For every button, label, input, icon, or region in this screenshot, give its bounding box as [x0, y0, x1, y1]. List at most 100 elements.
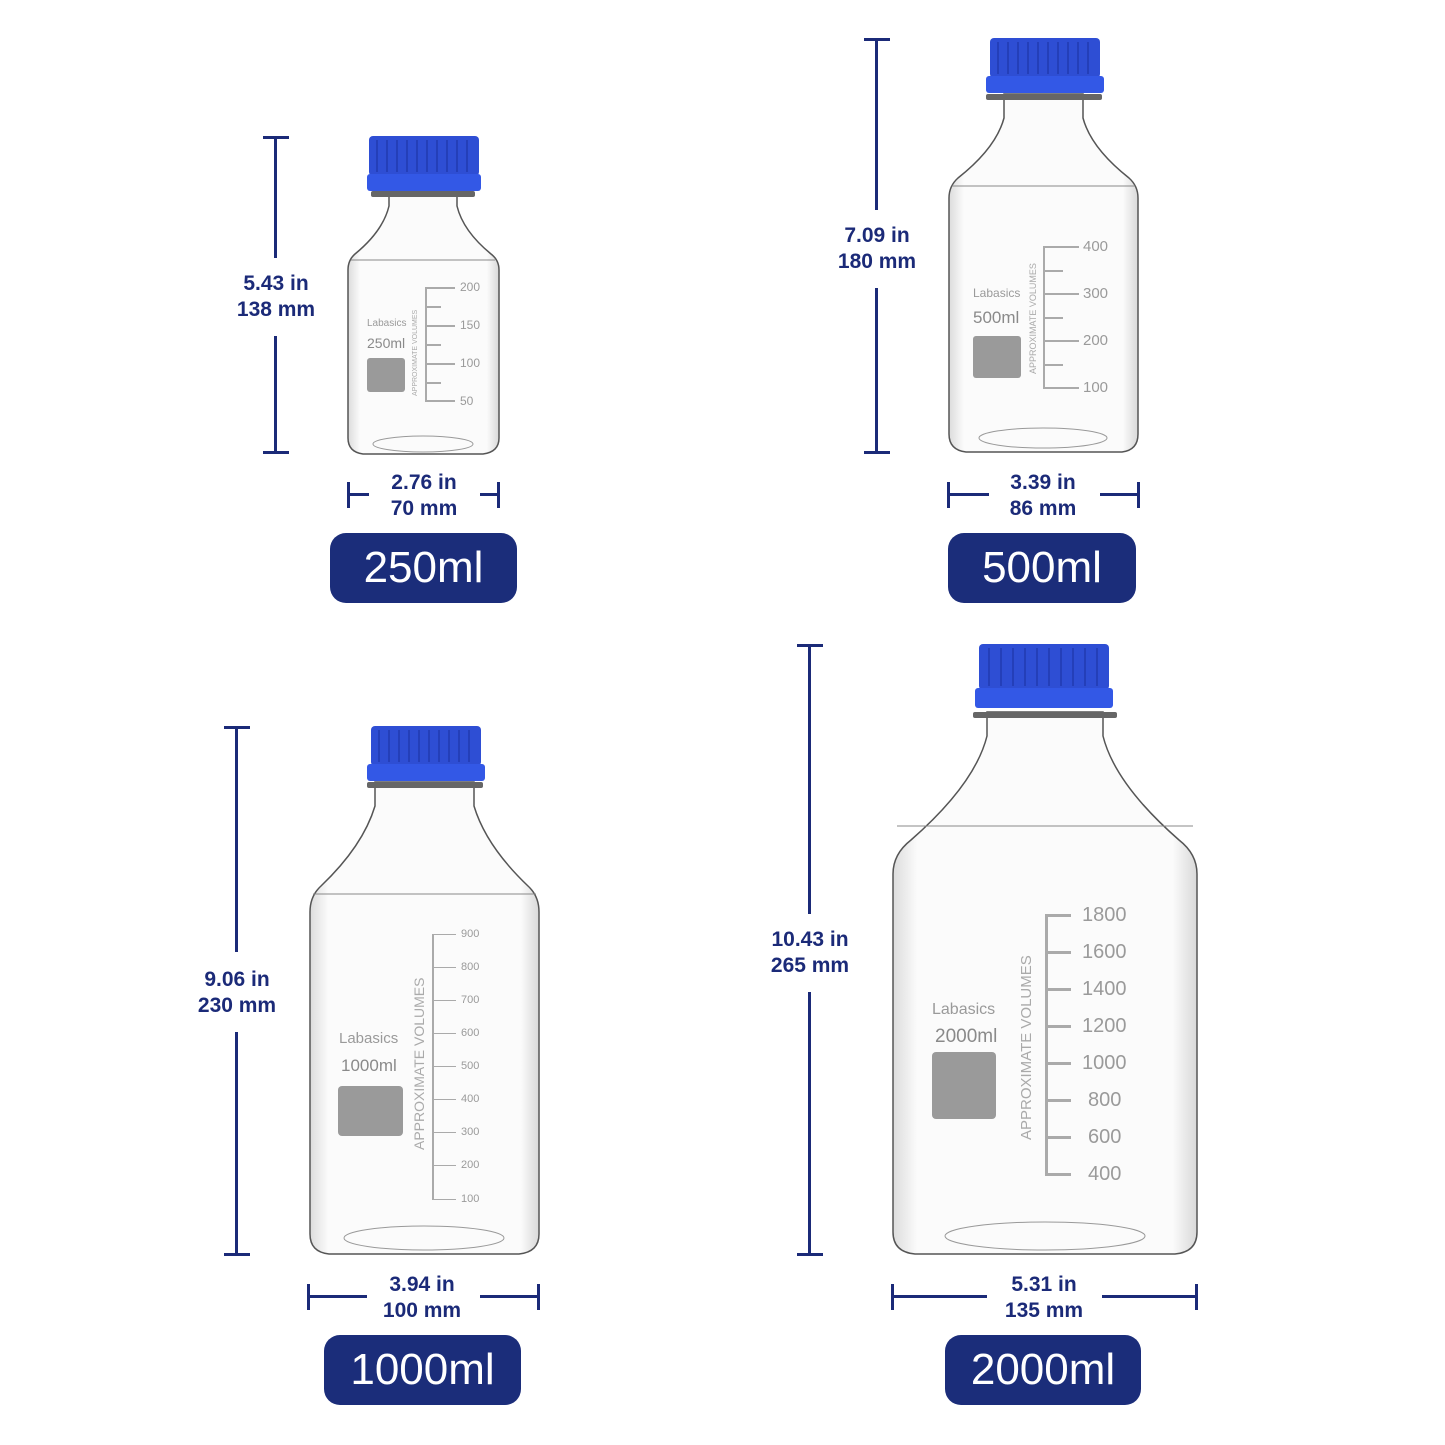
capacity-badge: 2000ml [945, 1335, 1141, 1405]
height-in: 10.43 in [771, 928, 849, 951]
scale-caption: APPROXIMATE VOLUMES [1028, 263, 1038, 374]
height-label: 7.09 in 180 mm [838, 223, 916, 275]
scale-mark: 100 [1083, 379, 1109, 396]
height-line-top [235, 726, 238, 952]
height-cap-bottom [224, 1253, 250, 1256]
width-line-left [891, 1295, 987, 1298]
width-line-left [347, 493, 369, 496]
scale-mark: 1000 [1082, 1052, 1127, 1074]
scale-mark: 400 [1088, 1163, 1122, 1185]
width-mm: 70 mm [390, 497, 458, 520]
scale-mark: 600 [1088, 1126, 1122, 1148]
capacity-badge: 250ml [330, 533, 517, 603]
scale-mark: 500 [461, 1060, 480, 1072]
scale-caption: APPROXIMATE VOLUMES [412, 309, 419, 396]
height-mm: 138 mm [236, 298, 316, 321]
scale-mark: 800 [461, 961, 480, 973]
label-patch [338, 1086, 403, 1136]
height-in: 7.09 in [844, 224, 910, 247]
height-line-bottom [808, 992, 811, 1256]
blue-cap-icon [979, 644, 1109, 690]
bottle-volume: 500ml [973, 308, 1020, 327]
width-in: 3.39 in [1010, 471, 1076, 494]
width-mm: 86 mm [1009, 497, 1077, 520]
bottle-2000ml: Labasics 2000ml APPROXIMATE VOLUMES 1800… [889, 644, 1201, 1258]
width-in: 5.31 in [1011, 1273, 1077, 1296]
bottle-brand: Labasics [932, 1001, 996, 1018]
height-label: 10.43 in 265 mm [771, 927, 849, 979]
bottle-brand: Labasics [973, 286, 1021, 300]
scale-mark: 300 [1083, 285, 1109, 302]
scale-mark: 900 [461, 928, 480, 940]
capacity-badge: 1000ml [324, 1335, 521, 1405]
label-patch [973, 336, 1021, 378]
width-line-right [1102, 1295, 1198, 1298]
blue-cap-icon [371, 726, 481, 766]
width-mm: 135 mm [1004, 1299, 1084, 1322]
bottle-volume: 2000ml [935, 1026, 998, 1047]
height-label: 9.06 in 230 mm [198, 967, 276, 1019]
bottle-brand: Labasics [339, 1030, 399, 1047]
width-label: 2.76 in 70 mm [391, 470, 458, 522]
height-cap-bottom [797, 1253, 823, 1256]
scale-mark: 1600 [1082, 941, 1127, 963]
height-line-bottom [875, 288, 878, 454]
width-line-right [480, 1295, 540, 1298]
bottle-volume: 1000ml [341, 1056, 397, 1075]
width-in: 3.94 in [389, 1273, 455, 1296]
height-mm: 180 mm [837, 250, 917, 273]
height-label: 5.43 in 138 mm [237, 271, 315, 323]
scale-mark: 50 [460, 394, 474, 408]
scale-mark: 1400 [1082, 978, 1127, 1000]
scale-mark: 200 [1083, 332, 1109, 349]
capacity-badge: 500ml [948, 533, 1136, 603]
bottle-brand: Labasics [367, 318, 407, 329]
height-in: 5.43 in [243, 272, 309, 295]
height-line-top [875, 38, 878, 210]
width-cap-right [537, 1284, 540, 1310]
scale-mark: 1200 [1082, 1015, 1127, 1037]
width-cap-right [1195, 1284, 1198, 1310]
label-patch [932, 1052, 996, 1119]
scale-mark: 150 [460, 318, 481, 332]
bottle-1000ml: Labasics 1000ml APPROXIMATE VOLUMES 900 … [307, 726, 543, 1258]
width-mm: 100 mm [382, 1299, 462, 1322]
width-line-left [307, 1295, 367, 1298]
label-patch [367, 358, 405, 392]
scale-mark: 300 [461, 1126, 480, 1138]
scale-mark: 200 [461, 1159, 480, 1171]
scale-caption: APPROXIMATE VOLUMES [1018, 955, 1035, 1140]
bottle-500ml: Labasics 500ml APPROXIMATE VOLUMES 400 3… [946, 38, 1142, 456]
bottle-volume: 250ml [367, 335, 406, 351]
scale-caption: APPROXIMATE VOLUMES [411, 977, 427, 1150]
width-label: 3.94 in 100 mm [383, 1272, 461, 1324]
scale-mark: 200 [460, 280, 481, 294]
height-line-bottom [235, 1032, 238, 1256]
width-line-right [480, 493, 500, 496]
height-line-bottom [274, 336, 277, 454]
scale-mark: 700 [461, 994, 480, 1006]
scale-mark: 100 [461, 1193, 480, 1205]
scale-mark: 100 [460, 356, 481, 370]
height-mm: 265 mm [770, 954, 850, 977]
scale-mark: 400 [461, 1093, 480, 1105]
width-cap-right [1137, 482, 1140, 508]
scale-mark: 800 [1088, 1089, 1122, 1111]
width-label: 5.31 in 135 mm [1005, 1272, 1083, 1324]
height-cap-bottom [864, 451, 890, 454]
scale-mark: 1800 [1082, 904, 1127, 926]
height-line-top [808, 644, 811, 914]
height-cap-bottom [263, 451, 289, 454]
scale-mark: 400 [1083, 238, 1109, 255]
width-line-left [947, 493, 989, 496]
width-label: 3.39 in 86 mm [1010, 470, 1077, 522]
height-in: 9.06 in [204, 968, 270, 991]
height-line-top [274, 136, 277, 258]
height-mm: 230 mm [197, 994, 277, 1017]
width-in: 2.76 in [391, 471, 457, 494]
width-cap-right [497, 482, 500, 508]
bottle-250ml: Labasics 250ml APPROXIMATE VOLUMES 200 1… [345, 136, 505, 456]
blue-cap-icon [369, 136, 479, 176]
scale-mark: 600 [461, 1027, 480, 1039]
width-line-right [1100, 493, 1140, 496]
